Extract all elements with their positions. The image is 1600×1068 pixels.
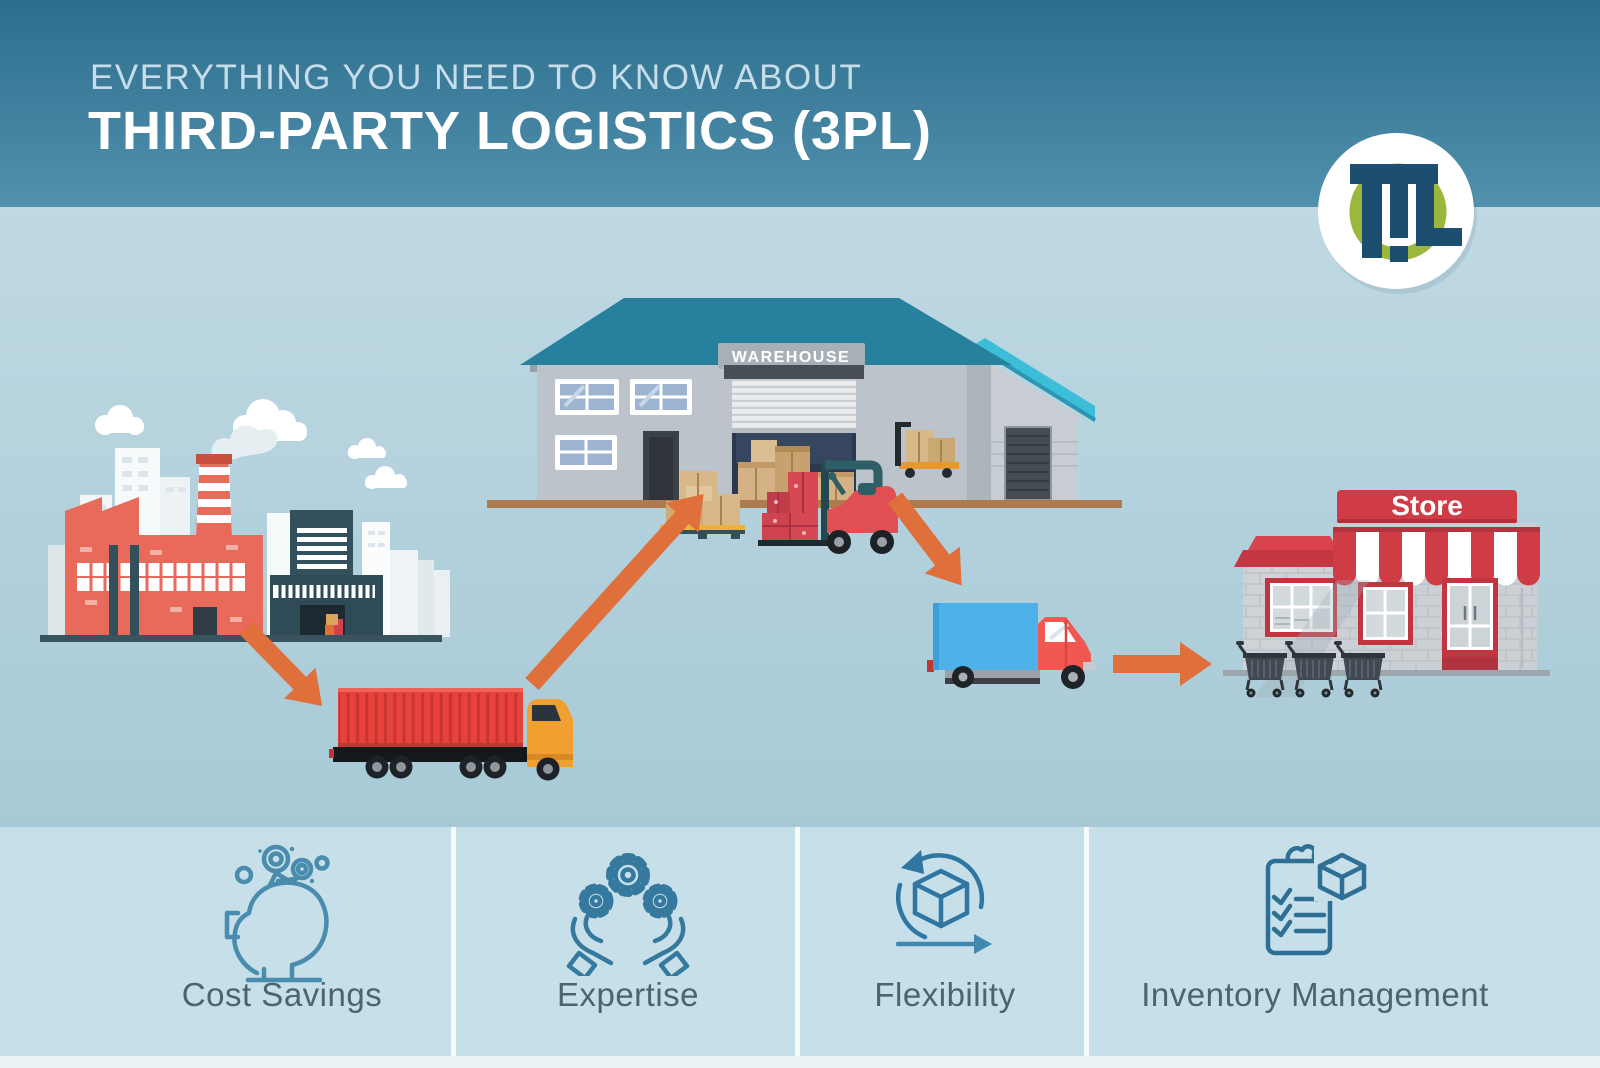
illustration-area: WAREHOUSE xyxy=(0,207,1600,827)
warehouse-windows xyxy=(555,379,692,470)
feature-label: Expertise xyxy=(556,976,700,1013)
store-shadow xyxy=(1255,580,1370,697)
hands-holding-gears-icon xyxy=(566,853,690,976)
store-sign: Store xyxy=(1391,490,1463,521)
factory-illustration xyxy=(40,399,450,642)
divider xyxy=(451,827,456,1056)
piggy-bank-coins-icon xyxy=(224,844,330,983)
flow-arrow-3 xyxy=(887,492,962,586)
flow-arrows xyxy=(239,492,1212,707)
truck-wheels xyxy=(952,665,1085,689)
feature-label: Inventory Management xyxy=(1141,976,1489,1013)
warehouse-illustration: WAREHOUSE xyxy=(487,298,1122,554)
office-building xyxy=(270,510,383,638)
header-kicker: EVERYTHING YOU NEED TO KNOW ABOUT xyxy=(90,58,863,97)
flow-arrow-1 xyxy=(239,621,323,707)
store-main: Store xyxy=(1255,490,1540,697)
store-door xyxy=(1442,578,1498,670)
divider xyxy=(795,827,800,1056)
header-band: EVERYTHING YOU NEED TO KNOW ABOUT THIRD-… xyxy=(0,0,1600,207)
main-warehouse: WAREHOUSE xyxy=(520,298,1012,502)
forklift-cargo-boxes xyxy=(762,472,818,540)
store-window xyxy=(1358,582,1413,645)
feature-label: Flexibility xyxy=(874,976,1016,1013)
factory-building xyxy=(65,454,263,637)
store-awning xyxy=(1333,527,1540,586)
chimney-smoke xyxy=(211,425,278,461)
warehouse-roof xyxy=(520,298,1012,365)
store-sign-board: Store xyxy=(1337,490,1517,523)
delivery-truck xyxy=(927,603,1095,689)
warehouse-sign: WAREHOUSE xyxy=(732,349,850,366)
cargo-box xyxy=(933,603,1038,670)
logo-monogram xyxy=(1350,164,1462,262)
hand-truck xyxy=(895,422,959,478)
stored-boxes xyxy=(325,614,343,638)
logo-badge xyxy=(1318,133,1477,294)
container-truck xyxy=(329,688,573,781)
divider xyxy=(1084,827,1089,1056)
flow-arrow-2 xyxy=(525,494,704,691)
cab-window xyxy=(532,705,561,721)
footer-strip xyxy=(0,1056,1600,1068)
feature-label: Cost Savings xyxy=(181,976,383,1013)
annex-window xyxy=(1265,578,1338,637)
flow-arrow-4 xyxy=(1113,642,1212,686)
clipboard-checklist-box-icon xyxy=(1265,844,1370,956)
page-title: THIRD-PARTY LOGISTICS (3PL) xyxy=(88,101,933,161)
forklift xyxy=(758,460,898,554)
cube-rotation-arrows-icon xyxy=(895,850,992,954)
truck-wheels xyxy=(365,755,560,781)
factory-ground-line xyxy=(40,635,442,642)
store-ground-line xyxy=(1223,670,1550,676)
store-illustration: Store xyxy=(1223,490,1550,699)
features-band: Cost Savings xyxy=(0,827,1600,1056)
